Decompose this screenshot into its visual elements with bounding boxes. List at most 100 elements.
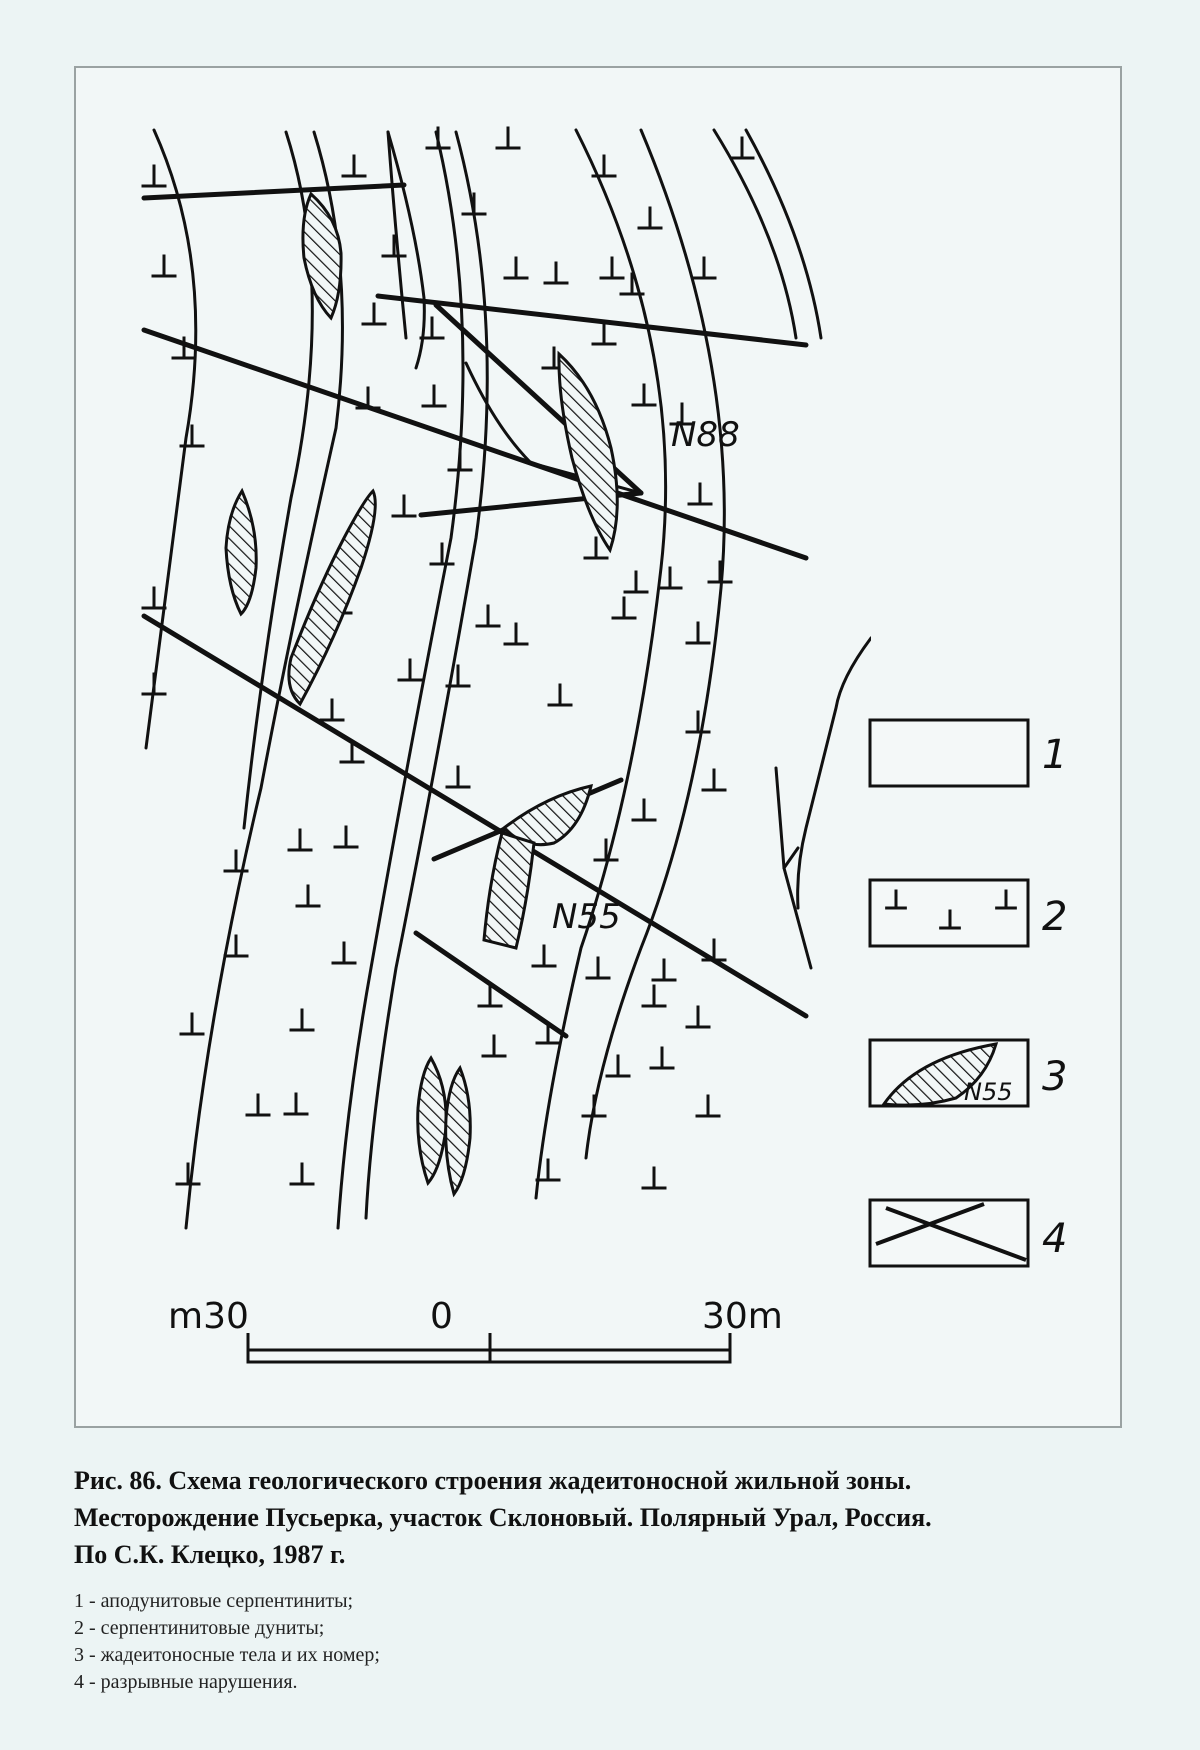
- legend-box-1: [868, 718, 1030, 788]
- scale-left-label: m30: [168, 1296, 249, 1337]
- fault-line: [413, 930, 569, 1039]
- dunite-symbol: [141, 164, 167, 188]
- dunite-symbol: [707, 560, 733, 584]
- dunite-symbol: [429, 542, 455, 566]
- contact-line: [774, 766, 813, 970]
- contact-line: [782, 846, 800, 870]
- dunite-symbol: [691, 256, 717, 280]
- dunite-symbol: [885, 889, 907, 910]
- legend-fault-sample: [885, 1206, 1027, 1262]
- dunite-symbol: [995, 889, 1017, 910]
- dunite-symbol: [341, 154, 367, 178]
- jadeite-body: [287, 488, 377, 707]
- dunite-symbol: [695, 1094, 721, 1118]
- dunite-symbol: [289, 1008, 315, 1032]
- contact-line: [336, 130, 465, 1230]
- dunite-symbol: [593, 838, 619, 862]
- dunite-symbol: [685, 621, 711, 645]
- dunite-symbol: [641, 1166, 667, 1190]
- geological-map: N88 N55 m30 0 30m 1 2 N55 3 4: [141, 126, 1067, 1364]
- legend-number: 4: [1042, 1216, 1067, 1262]
- dunite-symbol: [421, 384, 447, 408]
- body-number-label: N88: [671, 415, 740, 455]
- legend-number: 1: [1042, 732, 1067, 778]
- dunite-symbol: [583, 536, 609, 560]
- faults: [141, 182, 809, 1039]
- scale-right-label: 30m: [702, 1296, 783, 1337]
- legend-jadeite-sample: [881, 1042, 999, 1107]
- fault-line: [141, 613, 809, 1019]
- dunite-symbol: [637, 206, 663, 230]
- jadeite-body: [224, 487, 258, 617]
- dunite-symbol: [535, 1158, 561, 1182]
- body-number-label: N55: [552, 897, 621, 937]
- dunite-symbol: [339, 740, 365, 764]
- dunite-symbol: [391, 494, 417, 518]
- dunite-symbol: [481, 1034, 507, 1058]
- scale-bar: m30 0 30m: [168, 1296, 783, 1364]
- dunite-symbol: [331, 941, 357, 965]
- fault-line: [375, 293, 809, 348]
- dunite-symbol: [631, 798, 657, 822]
- contact-line: [744, 128, 823, 340]
- dunite-symbol: [543, 261, 569, 285]
- dunite-symbol: [397, 658, 423, 682]
- dunite-symbol: [223, 934, 249, 958]
- legend-notes: 1 - аподунитовые серпентиниты; 2 - серпе…: [74, 1588, 1134, 1696]
- legend-note-item: 3 - жадеитоносные тела и их номер;: [74, 1644, 380, 1666]
- dunite-symbol: [289, 1162, 315, 1186]
- jadeite-body: [301, 191, 343, 321]
- dunite-symbol: [151, 254, 177, 278]
- dunite-symbol: [503, 256, 529, 280]
- jadeite-body: [501, 784, 594, 847]
- dunite-symbol: [729, 136, 755, 160]
- dunite-symbol: [649, 1046, 675, 1070]
- dunite-symbol: [547, 683, 573, 707]
- legend-number: 2: [1042, 894, 1067, 940]
- dunite-symbol: [605, 1054, 631, 1078]
- dunite-symbol: [333, 825, 359, 849]
- jadeite-body: [557, 350, 619, 554]
- dunite-symbol: [245, 1093, 271, 1117]
- dunite-symbol: [295, 884, 321, 908]
- dunite-symbol: [685, 1005, 711, 1029]
- dunite-symbol: [701, 768, 727, 792]
- contact-line: [184, 130, 344, 1230]
- figure-caption: Рис. 86. Схема геологического строения ж…: [74, 1462, 1134, 1573]
- jadeite-body: [416, 1055, 448, 1186]
- contact-line: [386, 130, 426, 370]
- legend-dunite-symbols: [885, 889, 1017, 930]
- caption-line: По С.К. Клецко, 1987 г.: [74, 1540, 346, 1569]
- dunite-symbol: [685, 710, 711, 734]
- dunite-symbol: [175, 1162, 201, 1186]
- dunite-symbol: [611, 596, 637, 620]
- caption-line: Месторождение Пусьерка, участок Склоновы…: [74, 1503, 932, 1532]
- jadeite-body: [482, 831, 536, 950]
- jadeite-bodies: [224, 191, 619, 1198]
- geological-map-frame: N88 N55 m30 0 30m 1 2 N55 3 4: [74, 66, 1122, 1428]
- dunite-symbol: [599, 256, 625, 280]
- fault-line: [141, 182, 407, 201]
- dunite-symbol: [495, 126, 521, 150]
- dunite-symbol: [381, 234, 407, 258]
- dunite-symbol: [585, 956, 611, 980]
- legend-note-item: 1 - аподунитовые серпентиниты;: [74, 1590, 354, 1612]
- dunite-symbol: [623, 570, 649, 594]
- jadeite-body: [444, 1064, 472, 1198]
- dunite-symbol: [503, 622, 529, 646]
- fault-line: [141, 327, 809, 561]
- dunite-symbol: [631, 383, 657, 407]
- map-legend: 1 2 N55 3 4: [868, 718, 1067, 1268]
- dunite-symbol: [669, 402, 695, 426]
- legend-number: 3: [1042, 1054, 1067, 1100]
- contact-line: [712, 128, 798, 340]
- dunite-symbol: [361, 302, 387, 326]
- serpentinite-dunite-symbols: [141, 126, 755, 1190]
- legend-sample-label: N55: [964, 1078, 1013, 1106]
- dunite-symbol: [591, 322, 617, 346]
- contact-line: [386, 130, 408, 340]
- dunite-symbol: [477, 984, 503, 1008]
- contact-lines: [144, 128, 871, 1230]
- dunite-symbol: [657, 566, 683, 590]
- dunite-symbol: [475, 604, 501, 628]
